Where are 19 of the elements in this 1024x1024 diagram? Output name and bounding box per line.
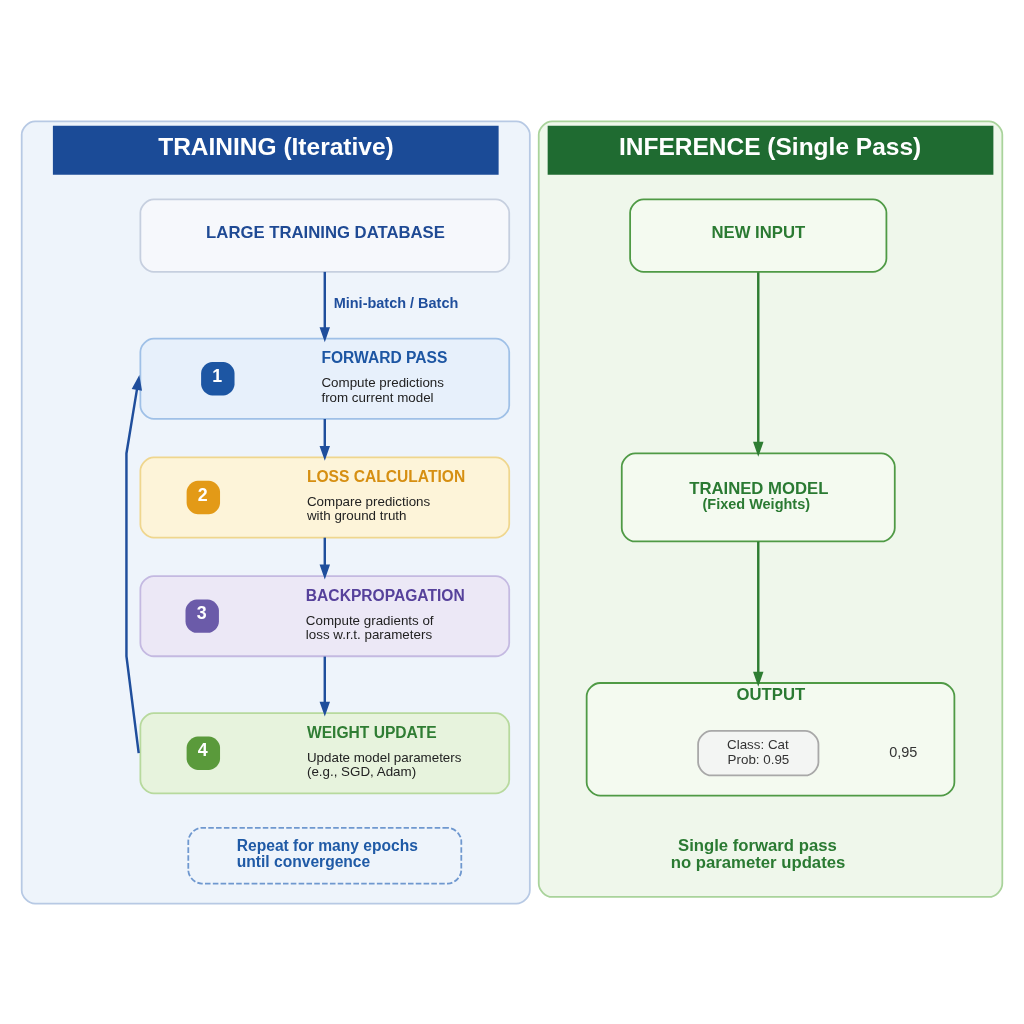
node-box: TRAINED MODEL (Fixed Weights) [620, 452, 896, 542]
label: Single forward pass no parameter updates [670, 835, 846, 872]
arrow [753, 541, 764, 687]
node-box: NEW INPUT [629, 198, 888, 273]
arrow [319, 418, 331, 461]
node-box: LARGE TRAINING DATABASE [139, 198, 511, 273]
node-box: 4 WEIGHT UPDATE Update model parameters (e.g., SGD, Adam) [139, 711, 511, 794]
label: 0,95 [889, 743, 918, 760]
arrow [125, 374, 143, 753]
node-box: 3 BACKPROPAGATION Compute gradients of loss w.r.t. parameters [139, 574, 511, 657]
node-box: 1 FORWARD PASS Compute predictions from current model [139, 337, 511, 420]
arrow [319, 271, 331, 342]
node-box: Repeat for many epochs until convergence [187, 826, 463, 884]
node-box: Class: Cat Prob: 0.95 [697, 729, 820, 776]
edge-label: Mini-batch / Batch [333, 294, 459, 311]
arrow [753, 271, 764, 457]
node-box: 2 LOSS CALCULATION Compare predictions with ground truth [139, 455, 511, 538]
arrow [319, 537, 331, 580]
arrow [319, 656, 331, 717]
